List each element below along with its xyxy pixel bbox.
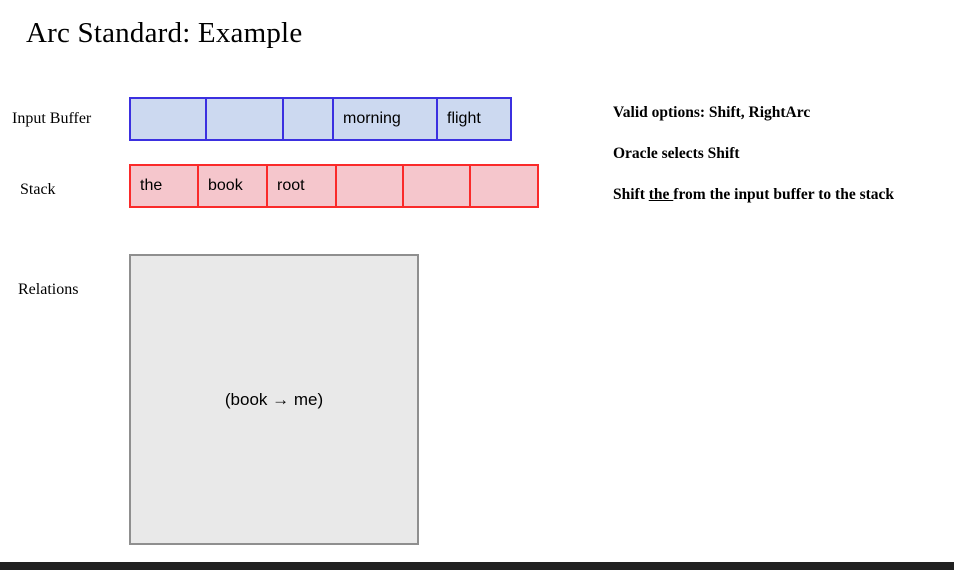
stack-label: Stack <box>20 181 56 198</box>
relations-box: (book → me) <box>129 254 419 545</box>
action-prefix: Shift <box>613 186 649 203</box>
relations-label: Relations <box>18 281 79 298</box>
stack-cell <box>337 166 404 206</box>
oracle-selection-line: Oracle selects Shift <box>613 145 740 162</box>
stack-cell: book <box>199 166 268 206</box>
page-title: Arc Standard: Example <box>26 17 303 49</box>
bottom-bar <box>0 562 954 570</box>
stack-strip: the book root <box>129 164 539 208</box>
input-buffer-label: Input Buffer <box>12 110 92 127</box>
stack-cell <box>404 166 471 206</box>
input-buffer-cell <box>131 99 207 139</box>
valid-options-line: Valid options: Shift, RightArc <box>613 104 811 121</box>
input-buffer-strip: morning flight <box>129 97 512 141</box>
relations-entry: (book → me) <box>224 389 324 409</box>
action-suffix: from the input buffer to the stack <box>673 186 895 203</box>
stack-cell <box>471 166 537 206</box>
input-buffer-cell: morning <box>334 99 438 139</box>
input-buffer-cell: flight <box>438 99 510 139</box>
input-buffer-cell <box>207 99 284 139</box>
input-buffer-cell <box>284 99 334 139</box>
commentary-panel: Valid options: Shift, RightArc Oracle se… <box>613 103 933 204</box>
stack-cell: root <box>268 166 337 206</box>
action-token: the <box>648 186 674 203</box>
stack-cell: the <box>131 166 199 206</box>
action-description-line: Shift the from the input buffer to the s… <box>613 185 933 204</box>
